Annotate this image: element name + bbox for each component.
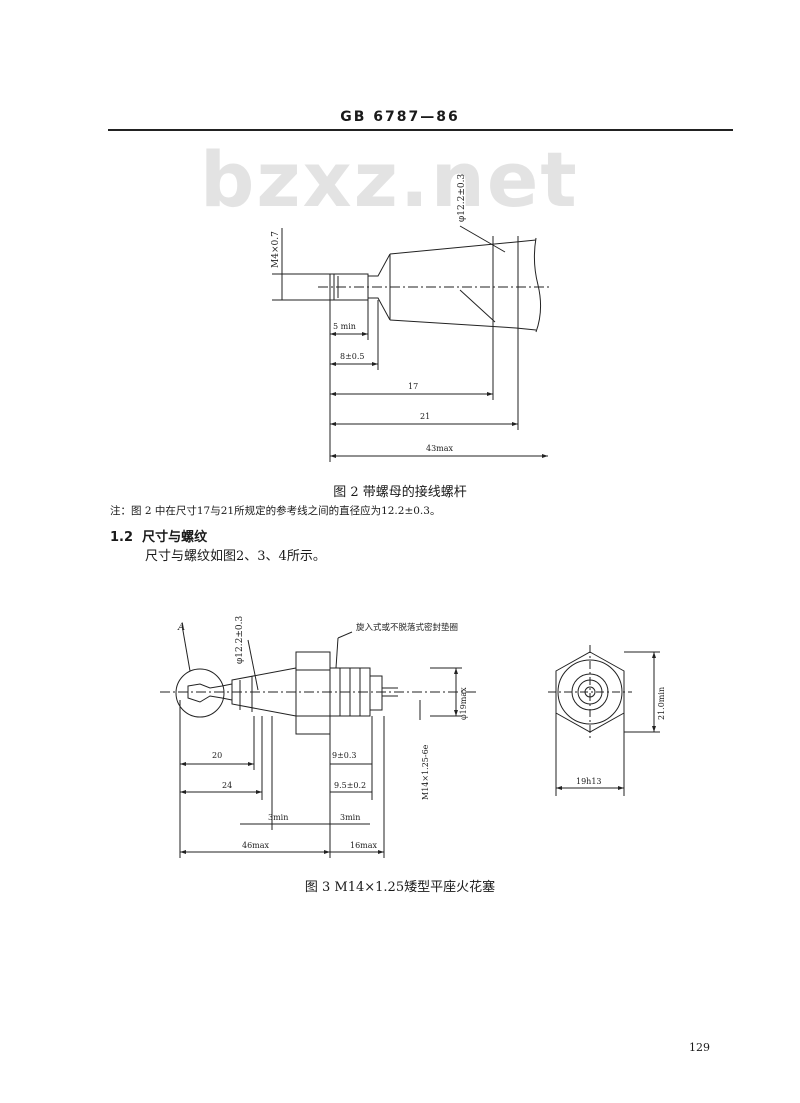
fig2-break-line <box>533 237 542 333</box>
fig2-dim-8: 8±0.5 <box>340 352 365 361</box>
fig3-terminal <box>187 683 233 703</box>
fig3-dim-24: 24 <box>222 781 232 790</box>
figure-3-caption: 图 3 M14×1.25矮型平座火花塞 <box>304 880 496 895</box>
fig2-thread-stud <box>329 273 369 301</box>
fig2-diameter-label: φ12.2±0.3 <box>457 174 467 222</box>
header-rule <box>108 129 733 131</box>
fig2-dim-21: 21 <box>420 412 430 421</box>
fig3-thread-label: M14×1.25-6e <box>421 744 430 800</box>
fig3-hex-chamfer-circle <box>557 659 623 725</box>
fig2-dim-5min: 5 min <box>333 322 356 331</box>
document-header-title: GB 6787—86 <box>340 109 460 125</box>
fig3-dim-3min-right: 3min <box>340 813 360 822</box>
fig3-hex-width-label: 19h13 <box>576 777 602 786</box>
fig3-hex-height-label: 21.0min <box>657 687 666 720</box>
fig3-dim-46max: 46max <box>242 841 270 850</box>
fig2-thread-label: M4×0.7 <box>271 231 281 268</box>
section-body-text: 尺寸与螺纹如图2、3、4所示。 <box>145 549 326 564</box>
figure-2-caption: 图 2 带螺母的接线螺杆 <box>333 485 467 500</box>
fig3-dim-16max: 16max <box>350 841 378 850</box>
fig2-taper-body <box>389 239 537 331</box>
fig3-dim-9: 9±0.3 <box>332 751 357 760</box>
fig3-phi19-label: φ19max <box>459 687 468 720</box>
watermark: bzxz.net <box>200 135 579 224</box>
fig3-dim-9-5: 9.5±0.2 <box>334 781 366 790</box>
page-number: 129 <box>689 1041 710 1054</box>
fig3-dim-3min-left: 3min <box>268 813 288 822</box>
section-title: 尺寸与螺纹 <box>142 530 208 545</box>
fig3-diameter-label: φ12.2±0.3 <box>235 616 245 664</box>
fig2-dim-43max: 43max <box>426 444 454 453</box>
fig3-hex-nut <box>295 651 331 735</box>
figure-2-note: 注：图 2 中在尺寸17与21所规定的参考线之间的直径应为12.2±0.3。 <box>110 505 441 517</box>
fig2-diameter-leader <box>459 225 506 253</box>
fig3-dim-20: 20 <box>212 751 222 760</box>
fig3-gasket-note: 旋入式或不脱落式密封垫圈 <box>356 622 458 633</box>
fig3-detail-a-label: A <box>177 622 185 633</box>
fig2-dim-17: 17 <box>408 382 418 391</box>
section-number: 1.2 <box>110 530 134 545</box>
fig3-detail-circle-a <box>175 668 225 718</box>
section-heading: 1.2 尺寸与螺纹 <box>110 526 207 545</box>
fig2-neck <box>368 253 391 321</box>
